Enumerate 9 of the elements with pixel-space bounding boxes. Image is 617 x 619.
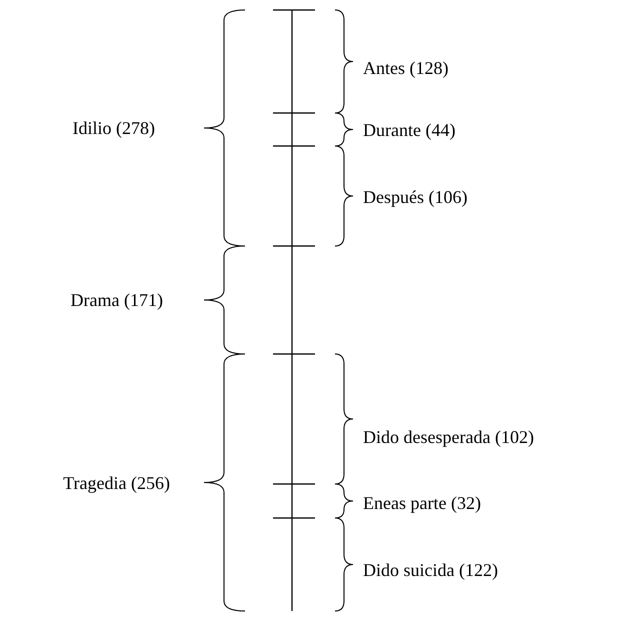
segment-label: Drama (171) [70,291,163,309]
segment-label: Idilio (278) [72,119,155,137]
segment-label: Eneas parte (32) [363,494,481,512]
segment-label: Después (106) [363,188,468,206]
segment-label: Antes (128) [363,59,448,77]
segment-label: Durante (44) [363,121,456,139]
segment-label: Dido suicida (122) [363,561,498,579]
segment-label: Tragedia (256) [63,474,170,492]
segment-label: Dido desesperada (102) [363,428,534,446]
